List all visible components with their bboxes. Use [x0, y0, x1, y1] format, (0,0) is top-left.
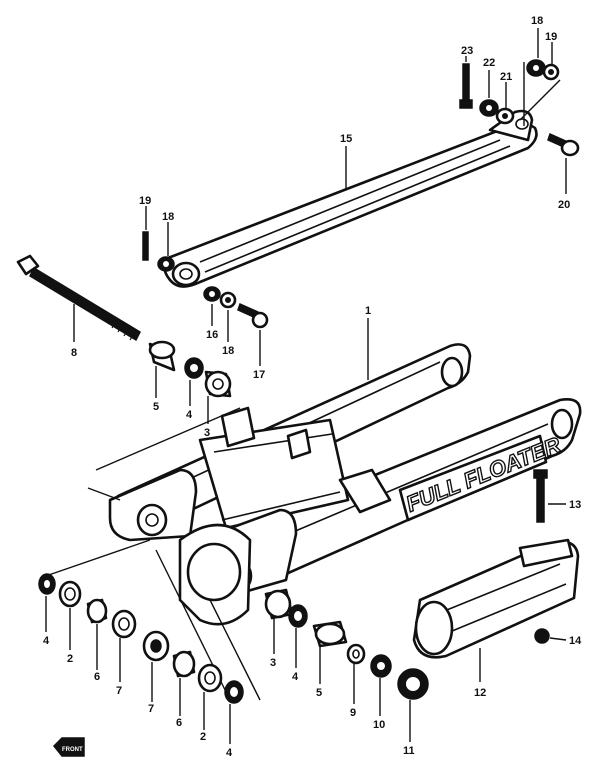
nut-18-left [157, 256, 175, 272]
callout-labels: 23 22 21 18 19 20 15 19 18 8 5 4 3 16 18… [43, 15, 582, 759]
callout-23: 23 [461, 45, 473, 57]
bushing-3-upper [204, 370, 232, 398]
callout-6-left: 6 [94, 671, 100, 683]
washer-4-lower-center [224, 680, 244, 704]
callout-11: 11 [403, 745, 415, 757]
collar-5 [148, 340, 176, 372]
callout-20: 20 [558, 199, 570, 211]
washer-4-upper [184, 357, 204, 379]
callout-7-left: 7 [116, 685, 122, 697]
bolt-23 [459, 63, 473, 109]
nut-11 [397, 668, 429, 700]
callout-18-top: 18 [531, 15, 543, 27]
callout-21: 21 [500, 71, 512, 83]
bolt-19-left [142, 231, 149, 261]
washer-18-mid [219, 291, 237, 309]
collar-6-center [172, 650, 196, 678]
callout-13: 13 [569, 499, 581, 511]
washer-4-lower-right [288, 604, 308, 628]
callout-2-left: 2 [67, 653, 73, 665]
bushing-3-lower [264, 588, 294, 620]
bearing-7-center [142, 630, 170, 662]
nut-16 [203, 286, 221, 302]
callout-12: 12 [474, 687, 486, 699]
bolt-13 [533, 469, 548, 523]
bearing-7-right [197, 663, 223, 693]
callout-18-left: 18 [162, 211, 174, 223]
front-label: FRONT [62, 747, 83, 753]
seal-2-left [58, 580, 82, 608]
callout-4-left: 4 [43, 635, 50, 647]
bolt-17 [237, 302, 269, 329]
collar-5-lower [312, 620, 348, 648]
callout-17: 17 [253, 369, 265, 381]
callout-3-upper: 3 [204, 427, 210, 439]
swing-arm-1 [108, 343, 582, 626]
callout-5-upper: 5 [153, 401, 159, 413]
washer-19-top [542, 63, 560, 81]
front-arrow-icon: FRONT [52, 737, 85, 757]
callout-2-center: 2 [200, 731, 206, 743]
callout-6-center: 6 [176, 717, 182, 729]
chain-buffer-12 [412, 538, 580, 659]
washer-21 [495, 107, 515, 125]
nut-22 [479, 99, 499, 117]
callout-14: 14 [569, 635, 582, 647]
callout-7-center: 7 [148, 703, 154, 715]
callout-3-lower: 3 [270, 657, 276, 669]
callout-4-upper: 4 [186, 409, 193, 421]
washer-4-lower-left [38, 573, 56, 595]
callout-16: 16 [206, 329, 218, 341]
callout-5-lower: 5 [316, 687, 322, 699]
callout-8: 8 [71, 347, 77, 359]
callout-1: 1 [365, 305, 371, 317]
callout-19-top: 19 [545, 31, 557, 43]
callout-10: 10 [373, 719, 385, 731]
callout-15: 15 [340, 133, 352, 145]
callout-19-left: 19 [139, 195, 151, 207]
collar-6-left [86, 598, 108, 624]
nut-10 [370, 654, 392, 678]
callout-4-center: 4 [226, 747, 233, 759]
callout-18-mid: 18 [222, 345, 234, 357]
pivot-bolt-8 [16, 254, 141, 342]
nut-18-top [526, 59, 546, 77]
bolt-20 [547, 132, 580, 157]
bearing-7-left [111, 609, 137, 639]
screw-14 [534, 628, 550, 644]
callout-9: 9 [350, 707, 356, 719]
callout-4-right: 4 [292, 671, 299, 683]
callout-22: 22 [483, 57, 495, 69]
washer-9 [346, 643, 366, 665]
